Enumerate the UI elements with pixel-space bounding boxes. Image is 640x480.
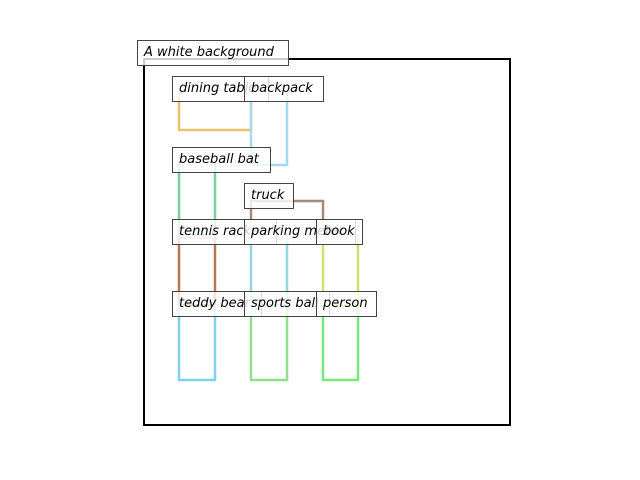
person-outline: [321, 305, 360, 382]
backpack-label: backpack: [244, 76, 324, 102]
extra-blue-outline: [177, 305, 217, 382]
sports-ball-label: sports ball: [244, 291, 330, 317]
book-label: book: [316, 219, 363, 245]
background-frame: [143, 58, 511, 426]
person-label: person: [316, 291, 377, 317]
baseball-bat-label: baseball bat: [172, 147, 271, 173]
sports-ball-outline: [249, 305, 289, 382]
background-label: A white background: [137, 40, 289, 66]
truck-label: truck: [244, 183, 294, 209]
